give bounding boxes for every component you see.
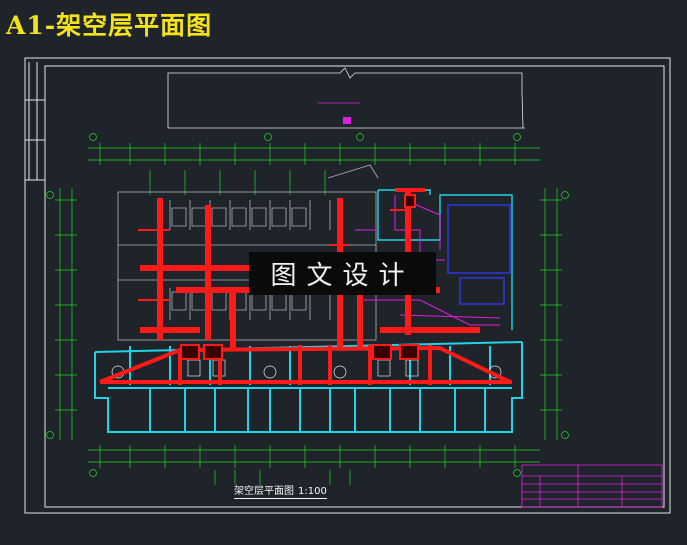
- plan-title: 架空层平面图 1:100: [234, 482, 327, 499]
- title-block: [521, 464, 663, 508]
- top-marker: [343, 117, 351, 124]
- drawing-frame: [24, 57, 671, 514]
- plan-title-scale: 1:100: [298, 486, 327, 497]
- equipment-room: [447, 204, 511, 305]
- watermark-stamp: 图文设计: [249, 252, 436, 295]
- plan-title-name: 架空层平面图: [234, 486, 294, 497]
- drawing-heading: A1-架空层平面图: [6, 11, 213, 40]
- duct-equipment: [180, 194, 419, 360]
- axis-bubbles: [46, 133, 569, 477]
- site-outline: [167, 67, 525, 129]
- dimension-lines: [55, 143, 562, 485]
- building-walls: [94, 341, 523, 433]
